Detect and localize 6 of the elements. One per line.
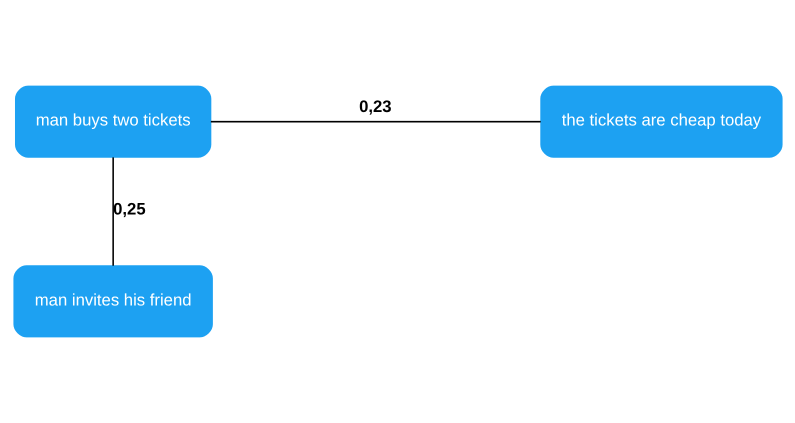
connector bbox=[210, 120, 540, 122]
connector bbox=[112, 157, 114, 266]
node-box: man invites his friend bbox=[12, 265, 212, 338]
node-box: the tickets are cheap today bbox=[540, 86, 782, 158]
node-box: man buys two tickets bbox=[14, 86, 211, 158]
edge-label: 0,23 bbox=[358, 97, 392, 116]
